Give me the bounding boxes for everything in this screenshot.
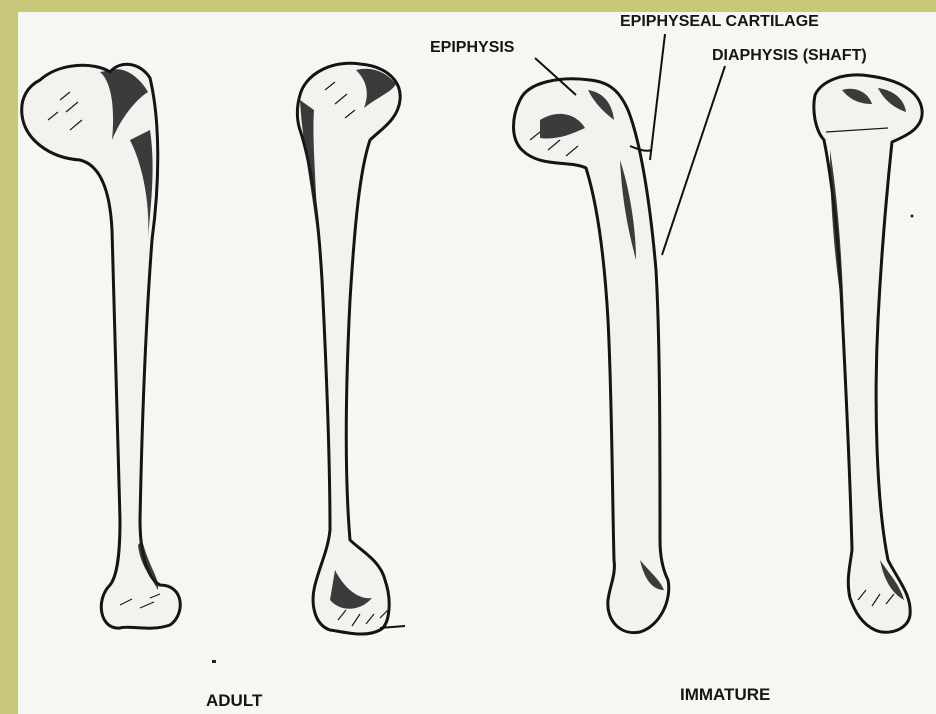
speck <box>212 660 216 663</box>
label-adult: ADULT <box>206 691 263 710</box>
speck <box>911 215 914 218</box>
adult-bone-front <box>22 64 181 628</box>
diaphysis-leader <box>662 66 725 255</box>
immature-bone-front <box>514 79 669 633</box>
label-immature: IMMATURE <box>680 685 770 704</box>
label-diaphysis: DIAPHYSIS (SHAFT) <box>712 47 867 64</box>
epiphyseal-cartilage-leader <box>650 34 665 160</box>
label-epiphysis: EPIPHYSIS <box>430 39 515 56</box>
label-epiphyseal-cartilage: EPIPHYSEAL CARTILAGE <box>620 13 819 30</box>
adult-bone-side <box>297 63 405 634</box>
immature-bone-side <box>814 75 922 632</box>
